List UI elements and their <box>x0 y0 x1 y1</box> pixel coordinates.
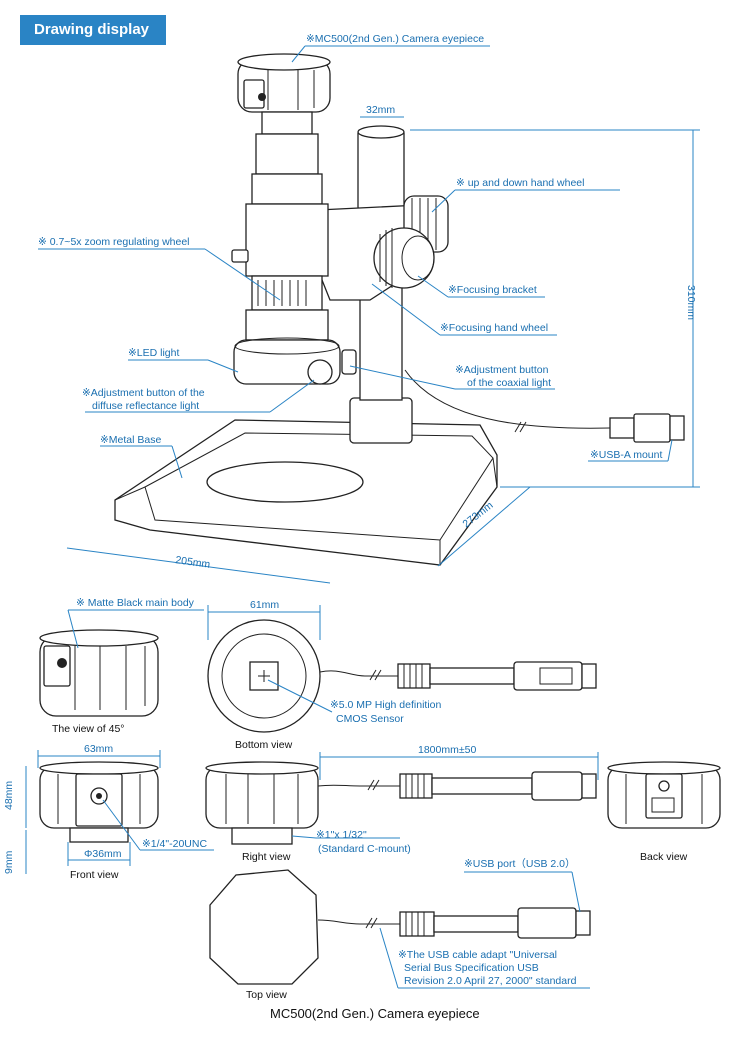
section-title-badge: Drawing display <box>20 15 166 45</box>
bottom-view: 61mm ※5.0 MP High definition CMOS Sensor… <box>207 599 597 751</box>
callout-camera-eyepiece: ※MC500(2nd Gen.) Camera eyepiece <box>306 33 484 45</box>
caption-bottom: Bottom view <box>235 739 293 751</box>
eyepiece-tube <box>357 129 405 211</box>
view-45-degrees: ※ Matte Black main body The view of 45° <box>39 597 204 735</box>
tube-lower <box>251 173 323 205</box>
callout-usb-spec-3: Revision 2.0 April 27, 2000" standard <box>404 975 577 987</box>
callout-led-light: ※LED light <box>128 347 179 359</box>
callout-usb-spec-2: Serial Bus Specification USB <box>404 962 539 974</box>
dim-width: 205mm <box>175 554 212 571</box>
top-view: ※USB port（USB 2.0） ※The USB cable adapt … <box>209 858 591 1001</box>
dim-mount-height: 9mm <box>3 850 15 874</box>
figure-caption: MC500(2nd Gen.) Camera eyepiece <box>270 1006 480 1021</box>
base-stage-plate <box>206 461 364 503</box>
caption-right: Right view <box>242 851 291 863</box>
diffuse-adjust-button <box>307 359 333 385</box>
callout-zoom-wheel: ※ 0.7~5x zoom regulating wheel <box>38 236 190 248</box>
dim-camera-width: 63mm <box>84 743 113 755</box>
dim-camera-height: 48mm <box>3 781 15 810</box>
coaxial-adjust-button <box>341 349 357 375</box>
callout-sensor-2: CMOS Sensor <box>336 713 404 725</box>
dim-height: 310mm <box>685 285 697 320</box>
callout-usb-spec-1: ※The USB cable adapt "Universal <box>398 949 557 961</box>
dim-cable-length: 1800mm±50 <box>418 744 476 756</box>
zoom-ring <box>251 275 323 311</box>
callout-up-down-wheel: ※ up and down hand wheel <box>456 177 584 189</box>
tube-mid <box>255 133 319 175</box>
callout-usb-port: ※USB port（USB 2.0） <box>464 858 576 870</box>
microscope-stand <box>114 53 685 566</box>
callout-thread: ※1/4"-20UNC <box>142 838 207 850</box>
callout-cmount-2: (Standard C-mount) <box>318 843 411 855</box>
dim-camera-diameter: 61mm <box>250 599 279 611</box>
focusing-hand-wheel <box>373 227 435 289</box>
caption-back: Back view <box>640 851 688 863</box>
caption-front: Front view <box>70 869 119 881</box>
callout-focusing-wheel: ※Focusing hand wheel <box>440 322 548 334</box>
callout-coaxial-button-2: of the coaxial light <box>467 377 551 389</box>
usb-plug-body <box>609 417 635 439</box>
callout-cmount-1: ※1"x 1/32" <box>316 829 367 841</box>
stand-callouts: ※MC500(2nd Gen.) Camera eyepiece ※ up an… <box>38 33 673 479</box>
pillar-collar <box>349 397 413 444</box>
dim-eyepiece-tube: 32mm <box>366 104 395 116</box>
caption-view45: The view of 45° <box>52 723 125 735</box>
dim-mount-diameter: Φ36mm <box>84 848 122 860</box>
usb-cable <box>404 369 611 429</box>
back-view: Back view <box>607 761 721 863</box>
callout-metal-base: ※Metal Base <box>100 434 161 446</box>
zoom-body <box>245 203 329 277</box>
callout-coaxial-button-1: ※Adjustment button <box>455 364 549 376</box>
front-view: 63mm 48mm 9mm Φ36mm ※1/4"-20UNC Front vi… <box>3 743 214 881</box>
right-view: 1800mm±50 ※1"x 1/32" (Standard C-mount) … <box>205 744 599 863</box>
zoom-knob <box>231 249 249 263</box>
callout-diffuse-button-1: ※Adjustment button of the <box>82 387 205 399</box>
callout-matte-body: ※ Matte Black main body <box>76 597 195 609</box>
callout-usb-a-mount: ※USB-A mount <box>590 449 662 461</box>
lens-housing <box>245 309 329 341</box>
callout-focusing-bracket: ※Focusing bracket <box>448 284 537 296</box>
callout-sensor-1: ※5.0 MP High definition <box>330 699 441 711</box>
caption-top: Top view <box>246 989 287 1001</box>
tube-upper <box>261 111 313 135</box>
callout-diffuse-button-2: diffuse reflectance light <box>92 400 199 412</box>
